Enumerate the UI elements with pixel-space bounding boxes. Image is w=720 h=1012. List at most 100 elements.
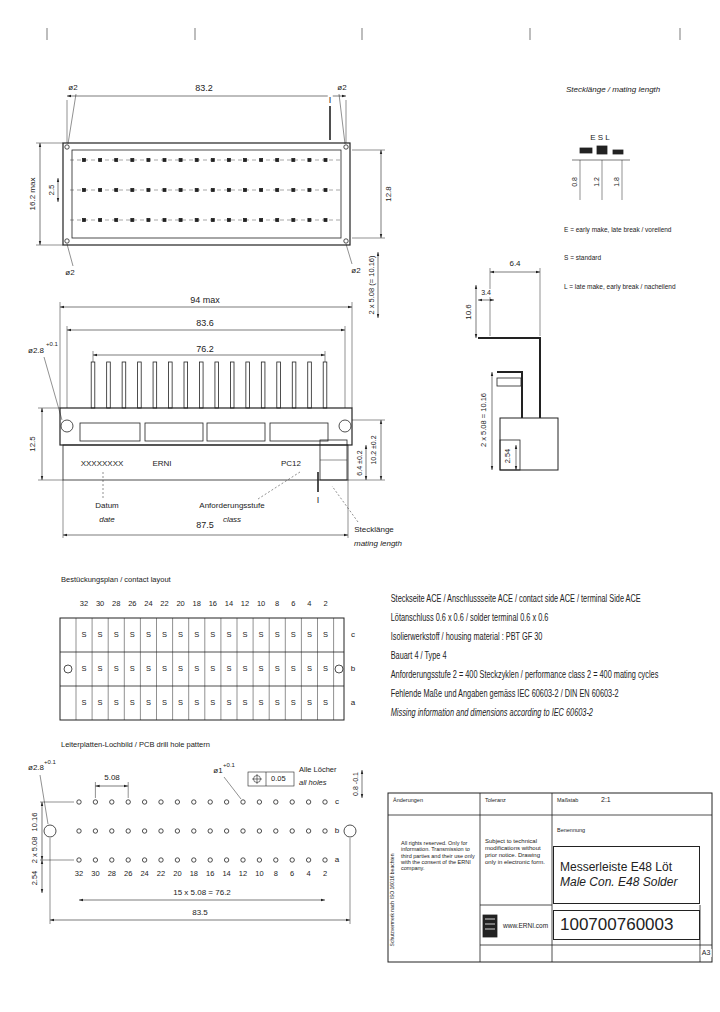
dimension-label: ø2 <box>67 83 78 92</box>
drill-hole <box>306 858 310 862</box>
mounting-hole <box>335 665 343 673</box>
contact-cell: S <box>306 665 313 674</box>
dimension-line <box>42 860 43 893</box>
table-line <box>172 618 173 720</box>
dimension-label: 76.2 <box>195 344 215 354</box>
contact-pin <box>260 189 263 192</box>
contact-sample <box>613 150 623 154</box>
pin-number: 4 <box>306 870 312 879</box>
drill-hole <box>142 858 146 862</box>
extension-line <box>346 100 347 143</box>
dimension-line <box>362 770 363 798</box>
contact-pin <box>276 189 279 192</box>
pin-number: 2 <box>322 600 328 609</box>
contact-pin <box>83 219 86 222</box>
contact-sample <box>580 148 592 153</box>
contact-pin <box>153 362 157 408</box>
extension-line <box>490 268 491 336</box>
leader-line <box>103 472 104 498</box>
contact-pin <box>227 219 230 222</box>
contact-pin <box>292 189 295 192</box>
base-line <box>572 160 630 161</box>
contact-pin <box>107 362 111 408</box>
contact-pin <box>211 159 214 162</box>
extension-line <box>40 860 74 861</box>
drill-hole <box>323 858 327 862</box>
spec-note: Steckseite ACE / Anschlussseite ACE / co… <box>390 592 641 604</box>
dimension-label: 5.08 <box>103 773 121 782</box>
contact-pin <box>131 189 134 192</box>
dimension-line <box>60 307 352 308</box>
contact-cell: S <box>258 665 265 674</box>
dimension-line <box>366 445 367 480</box>
dimension-label: ø2 <box>336 83 347 92</box>
spec-note: Isolierwerkstoff / housing material : PB… <box>390 630 543 642</box>
drill-hole <box>290 800 294 804</box>
contact-cell: S <box>258 631 265 640</box>
section-line <box>329 106 331 140</box>
table-line <box>140 618 141 720</box>
drill-hole <box>93 858 97 862</box>
pin-number: 14 <box>221 870 231 879</box>
contact-pin <box>91 362 95 408</box>
drill-hole <box>110 800 114 804</box>
contact-pin <box>199 362 203 408</box>
pin-number: 6 <box>290 600 296 609</box>
dimension-label: 83.6 <box>195 318 215 328</box>
view-title: Bestückungsplan / contact layout <box>60 576 172 585</box>
contact-pin <box>324 159 327 162</box>
contact-cell: S <box>322 665 329 674</box>
contact-pin <box>308 189 311 192</box>
drawing-lines <box>36 28 712 962</box>
contact-pin <box>163 189 166 192</box>
contact-pin <box>323 362 327 408</box>
extension-line <box>352 302 353 408</box>
contact-sample <box>597 146 607 154</box>
contact-pin <box>276 159 279 162</box>
section-label: 1.8 <box>613 176 621 188</box>
contact-pin <box>179 219 182 222</box>
contact-pin <box>195 159 198 162</box>
contact-pin <box>163 219 166 222</box>
section-label: 2.54 <box>504 448 513 465</box>
dimension-line <box>490 272 540 273</box>
table-line <box>76 618 77 720</box>
housing-outline <box>63 143 350 245</box>
drill-hole <box>241 800 245 804</box>
pin-number: 24 <box>143 600 153 609</box>
spec-note: Anforderungsstufe 2 = 400 Steckzyklen / … <box>390 668 659 680</box>
mounting-hole <box>344 825 356 837</box>
dimension-label: PC12 <box>280 459 302 468</box>
extension-line <box>348 480 385 481</box>
pin-number: 28 <box>111 600 121 609</box>
section-label: S = standard <box>563 254 602 261</box>
hole <box>344 239 348 243</box>
extension-line <box>325 351 326 362</box>
contact-cell: S <box>225 699 232 708</box>
contact-cell: S <box>145 665 152 674</box>
drill-hole <box>257 800 261 804</box>
contact-pin <box>292 159 295 162</box>
company-logo <box>483 915 497 937</box>
hole <box>65 145 69 149</box>
center-line <box>70 190 343 191</box>
drill-hole <box>306 829 310 833</box>
contact-cell: S <box>145 631 152 640</box>
drill-hole <box>126 829 130 833</box>
table-line <box>333 618 334 720</box>
dimension-label: mating length <box>353 539 403 548</box>
dimension-line <box>63 535 348 536</box>
dimension-line <box>516 445 517 470</box>
pin-number: 26 <box>123 870 133 879</box>
title-block-line <box>388 815 712 816</box>
dimension-line <box>79 900 325 901</box>
dimension-line <box>381 420 382 480</box>
drill-hole <box>175 829 179 833</box>
contact-window <box>80 423 140 441</box>
dimension-label: I <box>328 95 333 105</box>
extension-line <box>95 782 96 798</box>
extension-line <box>350 838 351 924</box>
contact-cell: S <box>193 699 200 708</box>
table-line <box>285 618 286 720</box>
extension-line <box>67 326 68 408</box>
